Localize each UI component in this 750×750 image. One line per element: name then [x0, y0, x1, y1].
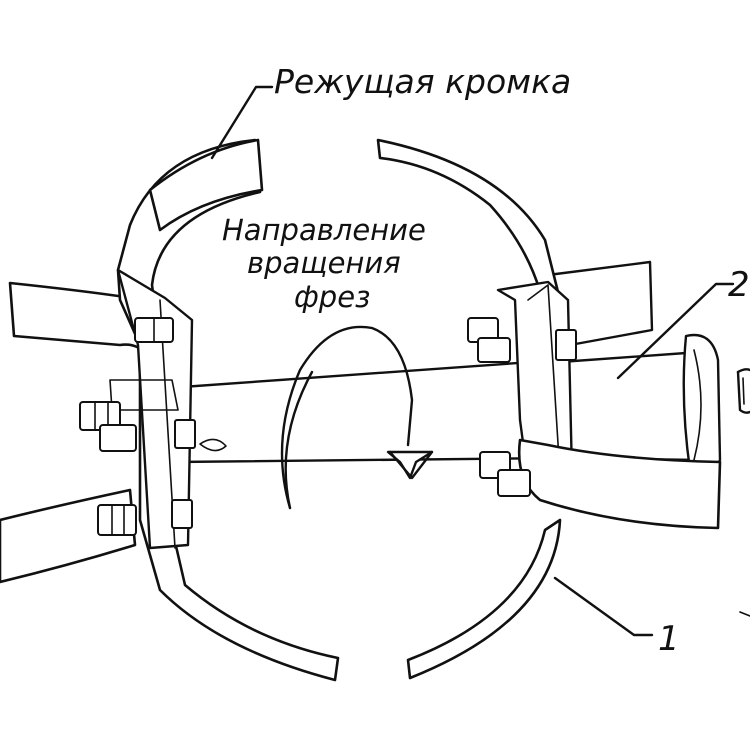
left-bolt-top: [134, 317, 174, 343]
right-lower-blade: [406, 518, 562, 680]
leader-callout-2: [616, 282, 735, 380]
rotation-label-line1: Направление: [222, 213, 426, 247]
left-bolt-middle: [79, 401, 196, 452]
right-hub-cylinder: [558, 333, 722, 475]
leader-callout-1: [553, 576, 654, 637]
right-bolt-top: [467, 317, 577, 363]
shaft: [166, 358, 564, 464]
callout-2-label: 2: [728, 265, 750, 305]
left-bolt-bottom: [97, 499, 193, 536]
left-top-cutting-blade: [148, 138, 264, 232]
right-bolt-bottom: [479, 451, 531, 497]
callout-1-label: 1: [658, 619, 680, 659]
rotation-label-line2: вращения: [247, 246, 401, 280]
cutting-edge-label: Режущая кромка: [274, 62, 571, 101]
partial-right-element: [736, 368, 750, 617]
leader-cutting-edge: [210, 85, 274, 160]
rotation-arrow: [280, 325, 434, 510]
rotation-label-line3: фрез: [294, 280, 370, 314]
